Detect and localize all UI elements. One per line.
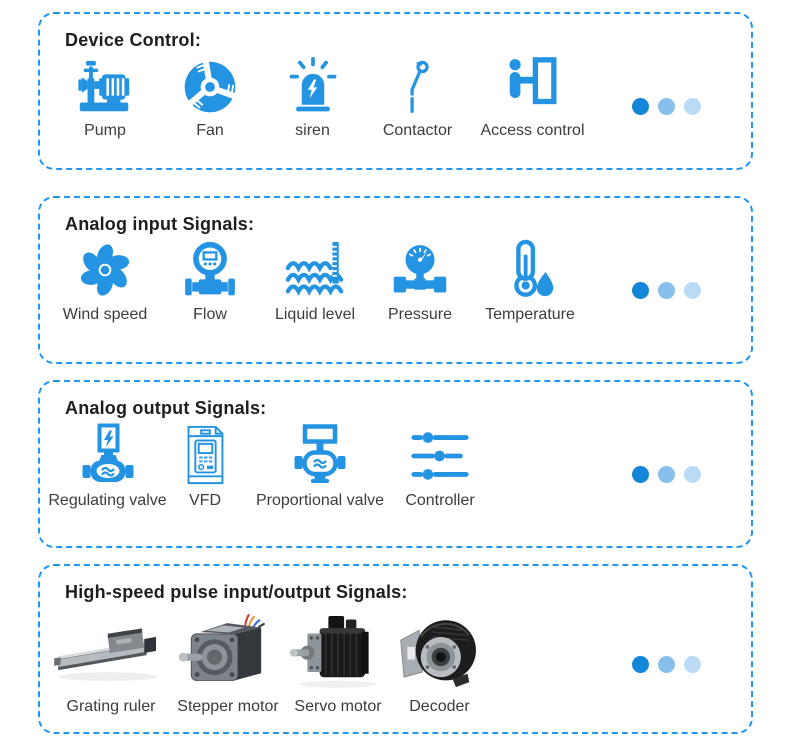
item-regulating-valve: Regulating valve [48,423,167,510]
icon-row: Regulating valve [40,423,751,510]
fan-icon [180,57,240,117]
item-siren: siren [260,55,365,140]
more-items-ellipsis [632,98,701,115]
flow-meter-icon [180,239,240,301]
pump-icon [74,55,136,117]
section-analog-input: Analog input Signals: [38,196,753,364]
item-label: Controller [405,492,475,509]
item-fan: Fan [160,57,260,140]
section-analog-output: Analog output Signals: [38,380,753,548]
item-label: Decoder [409,698,470,715]
access-control-icon [502,55,564,117]
item-proportional-valve: Proportional valve [245,423,395,510]
ellipsis-dot [658,98,675,115]
item-label: Regulating valve [48,492,167,509]
servo-motor-photo [289,609,387,693]
item-label: Stepper motor [177,698,279,715]
vfd-icon [174,423,236,487]
stepper-motor-photo [178,607,278,693]
item-label: Wind speed [62,306,148,323]
item-label: Pressure [387,306,453,323]
temperature-icon [499,239,561,301]
more-items-ellipsis [632,466,701,483]
item-access-control: Access control [470,55,595,140]
item-label: Contactor [382,122,453,139]
item-vfd: VFD [165,423,245,510]
liquid-level-icon [284,239,346,301]
ellipsis-dot [658,282,675,299]
icon-row: Wind speed [40,239,751,324]
ellipsis-dot [632,466,649,483]
section-device-control: Device Control: [38,12,753,170]
more-items-ellipsis [632,282,701,299]
section-title: Device Control: [65,30,202,50]
icon-row: Pump [40,55,751,140]
icon-row: Grating ruler [40,607,751,716]
ellipsis-dot [658,656,675,673]
contactor-icon [389,55,447,117]
siren-icon [283,55,343,117]
regulating-valve-icon [76,423,140,487]
item-controller: Controller [395,425,485,510]
item-pump: Pump [50,55,160,140]
ellipsis-dot [632,282,649,299]
ellipsis-dot [684,282,701,299]
item-label: Access control [480,122,585,139]
pressure-gauge-icon [390,239,450,301]
item-wind-speed: Wind speed [50,239,160,324]
item-pressure: Pressure [370,239,470,324]
item-label: Servo motor [294,698,382,715]
item-label: Grating ruler [66,698,156,715]
item-label: Liquid level [274,306,356,323]
item-grating-ruler: Grating ruler [50,613,172,716]
section-title: High-speed pulse input/output Signals: [65,582,408,602]
item-label: Fan [196,122,224,139]
section-high-speed-pulse: High-speed pulse input/output Signals: [38,564,753,734]
section-title: Analog output Signals: [65,398,267,418]
ellipsis-dot [632,656,649,673]
item-label: Temperature [485,306,575,323]
item-label: VFD [189,492,221,509]
grating-ruler-photo [52,613,170,693]
ellipsis-dot [632,98,649,115]
item-label: siren [295,122,330,139]
item-stepper-motor: Stepper motor [172,607,284,716]
ellipsis-dot [684,98,701,115]
item-temperature: Temperature [470,239,590,324]
proportional-valve-icon [288,423,352,487]
ellipsis-dot [684,656,701,673]
item-contactor: Contactor [365,55,470,140]
item-label: Flow [193,306,227,323]
item-label: Proportional valve [255,492,385,509]
item-servo-motor: Servo motor [284,609,392,716]
ellipsis-dot [658,466,675,483]
more-items-ellipsis [632,656,701,673]
controller-sliders-icon [409,425,471,487]
wind-speed-icon [74,239,136,301]
ellipsis-dot [684,466,701,483]
item-decoder: Decoder [392,611,487,716]
section-title: Analog input Signals: [65,214,255,234]
decoder-photo [394,611,486,693]
item-liquid-level: Liquid level [260,239,370,324]
item-flow: Flow [160,239,260,324]
item-label: Pump [84,122,126,139]
